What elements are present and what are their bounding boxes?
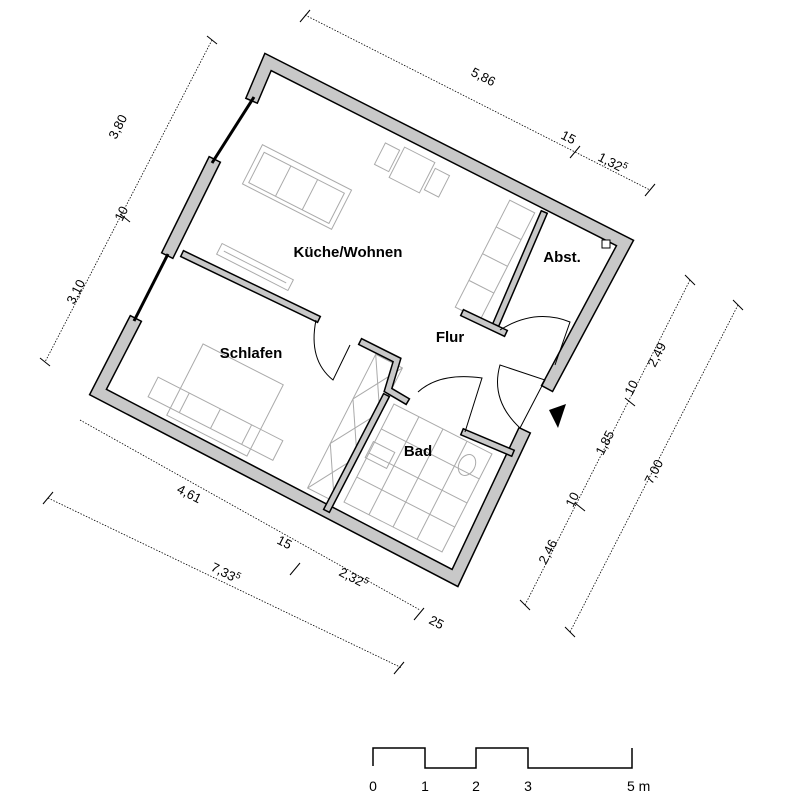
window-living (210, 96, 256, 164)
dining-table (373, 142, 451, 198)
dim-bottom-total: 7,335 (209, 558, 243, 586)
bed (147, 343, 284, 461)
room-label-bath: Bad (404, 443, 432, 460)
bath-tiles (343, 403, 493, 553)
dim-bottom-bedroom: 4,61 (175, 481, 204, 506)
dim-left-upper: 3,80 (105, 112, 130, 141)
scale-label-1: 1 (421, 778, 429, 794)
dim-bottom-bath: 2,325 (337, 563, 371, 591)
entrance-arrow-icon (549, 404, 566, 428)
dim-right-upper: 2,49 (644, 340, 669, 369)
sofa (241, 144, 353, 230)
room-label-kitchen-living: Küche/Wohnen (294, 244, 403, 261)
scale-bar: 0 1 2 3 5 m (369, 747, 650, 794)
scale-label-2: 2 (472, 778, 480, 794)
room-label-storage: Abst. (543, 249, 581, 266)
dim-top-wall: 15 (559, 127, 579, 147)
scale-label-5m: 5 m (627, 778, 650, 794)
dim-top-main: 5,86 (469, 64, 498, 89)
walls (88, 52, 635, 588)
window-bedroom (132, 253, 170, 322)
door-storage (499, 316, 571, 366)
dim-left-lower: 3,10 (63, 277, 88, 306)
scale-label-0: 0 (369, 778, 377, 794)
entrance-door (497, 364, 546, 429)
dim-right-lower: 2,46 (535, 537, 560, 566)
dim-right-wall-1: 10 (621, 378, 641, 398)
dim-right-total: 7,00 (641, 457, 666, 486)
dim-right-wall-2: 10 (562, 490, 582, 510)
dim-bottom-outer-wall: 25 (427, 612, 447, 632)
toilet (457, 454, 477, 476)
dim-left-wall: 10 (111, 204, 131, 224)
doors (313, 316, 571, 433)
room-label-hallway: Flur (436, 329, 464, 346)
tv-board (215, 242, 295, 292)
door-bedroom (313, 319, 351, 381)
dim-bottom-wall: 15 (275, 532, 295, 552)
room-label-bedroom: Schlafen (220, 345, 283, 362)
sink (364, 440, 396, 470)
dimension-lines (39, 9, 744, 675)
dim-right-middle: 1,85 (592, 428, 617, 457)
scale-label-3: 3 (524, 778, 532, 794)
door-bath (417, 376, 483, 433)
dim-top-storage: 1,325 (596, 148, 630, 176)
shaft (601, 239, 611, 249)
